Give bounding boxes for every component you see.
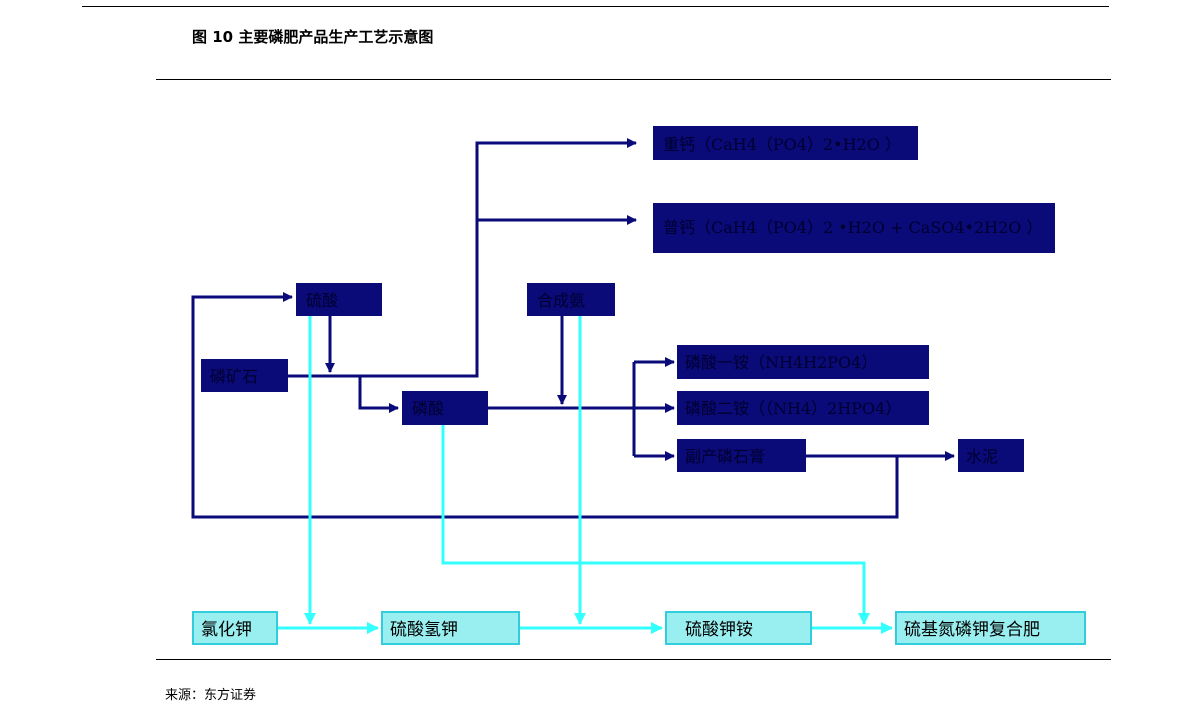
figure-title: 图 10 主要磷肥产品生产工艺示意图 bbox=[192, 28, 434, 46]
node-phosphogypsum-label: 副产磷石膏 bbox=[685, 447, 765, 466]
node-phosphate-rock-label: 磷矿石 bbox=[210, 367, 258, 386]
node-phosphoric-acid: 磷酸 bbox=[402, 391, 488, 425]
node-phosphoric-acid-label: 磷酸 bbox=[412, 399, 444, 418]
node-kcl-label: 氯化钾 bbox=[201, 620, 252, 640]
cyan-connectors bbox=[278, 316, 893, 634]
footer-rule bbox=[156, 659, 1111, 660]
phosphoric-to-compound-line bbox=[441, 425, 870, 625]
node-ssp-label: 重钙（CaH4（PO4）2•H2O ） bbox=[663, 135, 901, 154]
node-synthetic-ammonia: 合成氨 bbox=[527, 283, 615, 316]
node-compound-fertilizer: 硫基氮磷钾复合肥 bbox=[895, 611, 1086, 645]
node-compound-fertilizer-label: 硫基氮磷钾复合肥 bbox=[904, 620, 1040, 640]
navy-connectors bbox=[191, 138, 955, 519]
node-synthetic-ammonia-label: 合成氨 bbox=[537, 291, 585, 310]
node-dap-label: 磷酸二铵（（NH4）2HPO4） bbox=[685, 399, 901, 418]
node-ssp: 重钙（CaH4（PO4）2•H2O ） bbox=[653, 126, 918, 160]
rock-to-trunk-line bbox=[288, 138, 637, 378]
node-map: 磷酸一铵（NH4H2PO4） bbox=[677, 345, 929, 379]
node-tsp: 普钙（CaH4（PO4）2 •H2O + CaSO4•2H2O ） bbox=[653, 203, 1055, 253]
header-rule bbox=[156, 79, 1111, 80]
node-kamso4-label: 硫酸钾铵 bbox=[685, 620, 753, 640]
node-sulfuric-acid: 硫酸 bbox=[296, 283, 382, 316]
source-note: 来源：东方证券 bbox=[165, 688, 257, 703]
node-dap: 磷酸二铵（（NH4）2HPO4） bbox=[677, 391, 929, 425]
node-kamso4: 硫酸钾铵 bbox=[665, 611, 812, 645]
node-cement: 水泥 bbox=[958, 439, 1024, 472]
node-khso4-label: 硫酸氢钾 bbox=[390, 620, 458, 640]
node-khso4: 硫酸氢钾 bbox=[381, 611, 520, 645]
node-phosphate-rock: 磷矿石 bbox=[201, 359, 288, 392]
node-map-label: 磷酸一铵（NH4H2PO4） bbox=[685, 353, 877, 372]
node-phosphogypsum: 副产磷石膏 bbox=[677, 439, 806, 472]
rock-to-phosphoric-arrow bbox=[358, 376, 399, 413]
node-sulfuric-acid-label: 硫酸 bbox=[306, 291, 338, 310]
node-cement-label: 水泥 bbox=[966, 447, 998, 466]
recycle-loop-arrow bbox=[191, 292, 899, 519]
top-rule bbox=[82, 6, 1109, 7]
node-tsp-label: 普钙（CaH4（PO4）2 •H2O + CaSO4•2H2O ） bbox=[663, 218, 1043, 237]
node-kcl: 氯化钾 bbox=[192, 611, 278, 645]
